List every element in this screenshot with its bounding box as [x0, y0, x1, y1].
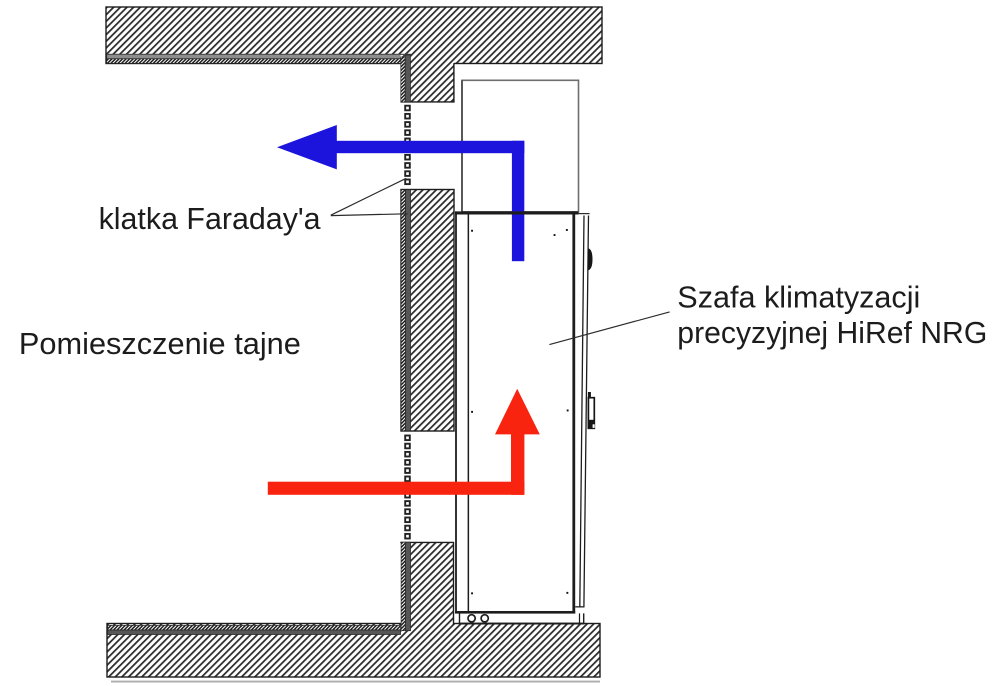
svg-text:Szafa klimatyzacji: Szafa klimatyzacji [677, 280, 920, 315]
svg-text:Pomieszczenie tajne: Pomieszczenie tajne [19, 326, 301, 361]
svg-text:precyzyjnej HiRef NRG: precyzyjnej HiRef NRG [677, 315, 987, 350]
svg-text:klatka Faraday'a: klatka Faraday'a [99, 201, 322, 236]
